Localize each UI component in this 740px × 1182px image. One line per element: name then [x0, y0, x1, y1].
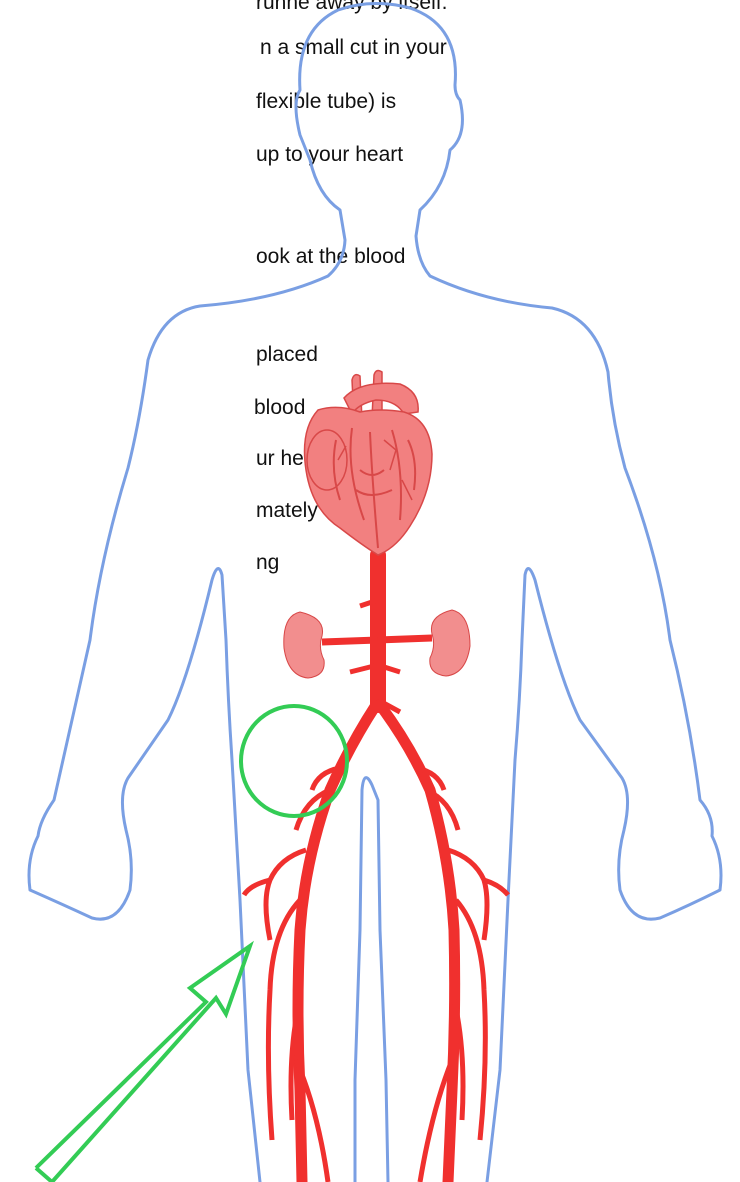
heart-icon — [305, 371, 433, 555]
kidney-left — [284, 612, 324, 678]
renal-artery-left — [322, 640, 378, 642]
kidney-right — [430, 610, 470, 676]
iliac-artery-right — [380, 705, 455, 1182]
iliac-artery-left — [298, 705, 376, 1182]
arrow-icon — [36, 946, 250, 1182]
heart-atrium — [307, 430, 347, 490]
renal-artery-right — [378, 638, 432, 640]
branches-left — [244, 768, 340, 1182]
highlight-circle — [241, 706, 347, 816]
